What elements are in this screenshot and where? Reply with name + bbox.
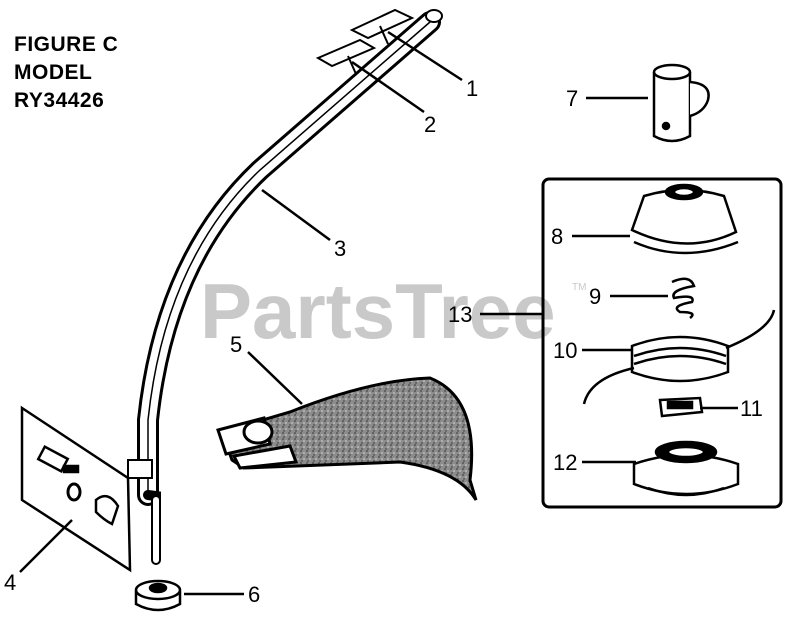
callout-4: 4 <box>4 570 16 595</box>
figure-title: FIGURE C <box>14 33 119 56</box>
callout-2: 2 <box>424 112 436 137</box>
callout-9: 9 <box>589 284 601 309</box>
part-1-label <box>349 8 415 45</box>
callout-12: 12 <box>553 450 577 475</box>
leader-lines <box>19 30 738 596</box>
part-9-spring <box>671 277 696 319</box>
watermark-text: PartsTree <box>200 267 556 355</box>
shaft-end-fitting <box>127 9 443 479</box>
callout-7: 7 <box>566 86 578 111</box>
callout-8: 8 <box>551 224 563 249</box>
callout-13: 13 <box>448 302 472 327</box>
part-7-coupler <box>652 63 710 143</box>
trimmer-head-box <box>541 177 783 509</box>
part-4-bracket-plate <box>20 405 132 573</box>
model-label: MODEL <box>14 61 93 84</box>
callout-10: 10 <box>553 338 577 363</box>
callout-1: 1 <box>466 76 478 101</box>
watermark-trademark: TM <box>572 282 586 293</box>
part-10-spool <box>582 309 776 405</box>
callout-5: 5 <box>230 332 242 357</box>
model-number: RY34426 <box>14 89 105 112</box>
part-11-clip <box>658 396 704 418</box>
part-3-shaft <box>137 11 441 565</box>
part-12-housing <box>632 440 740 497</box>
callout-3: 3 <box>334 236 346 261</box>
callout-11: 11 <box>740 396 763 421</box>
part-2-label <box>315 38 377 75</box>
callout-6: 6 <box>248 582 260 607</box>
part-6-knob <box>134 579 182 612</box>
part-8-cover <box>630 183 739 255</box>
part-5-shield <box>216 376 478 501</box>
